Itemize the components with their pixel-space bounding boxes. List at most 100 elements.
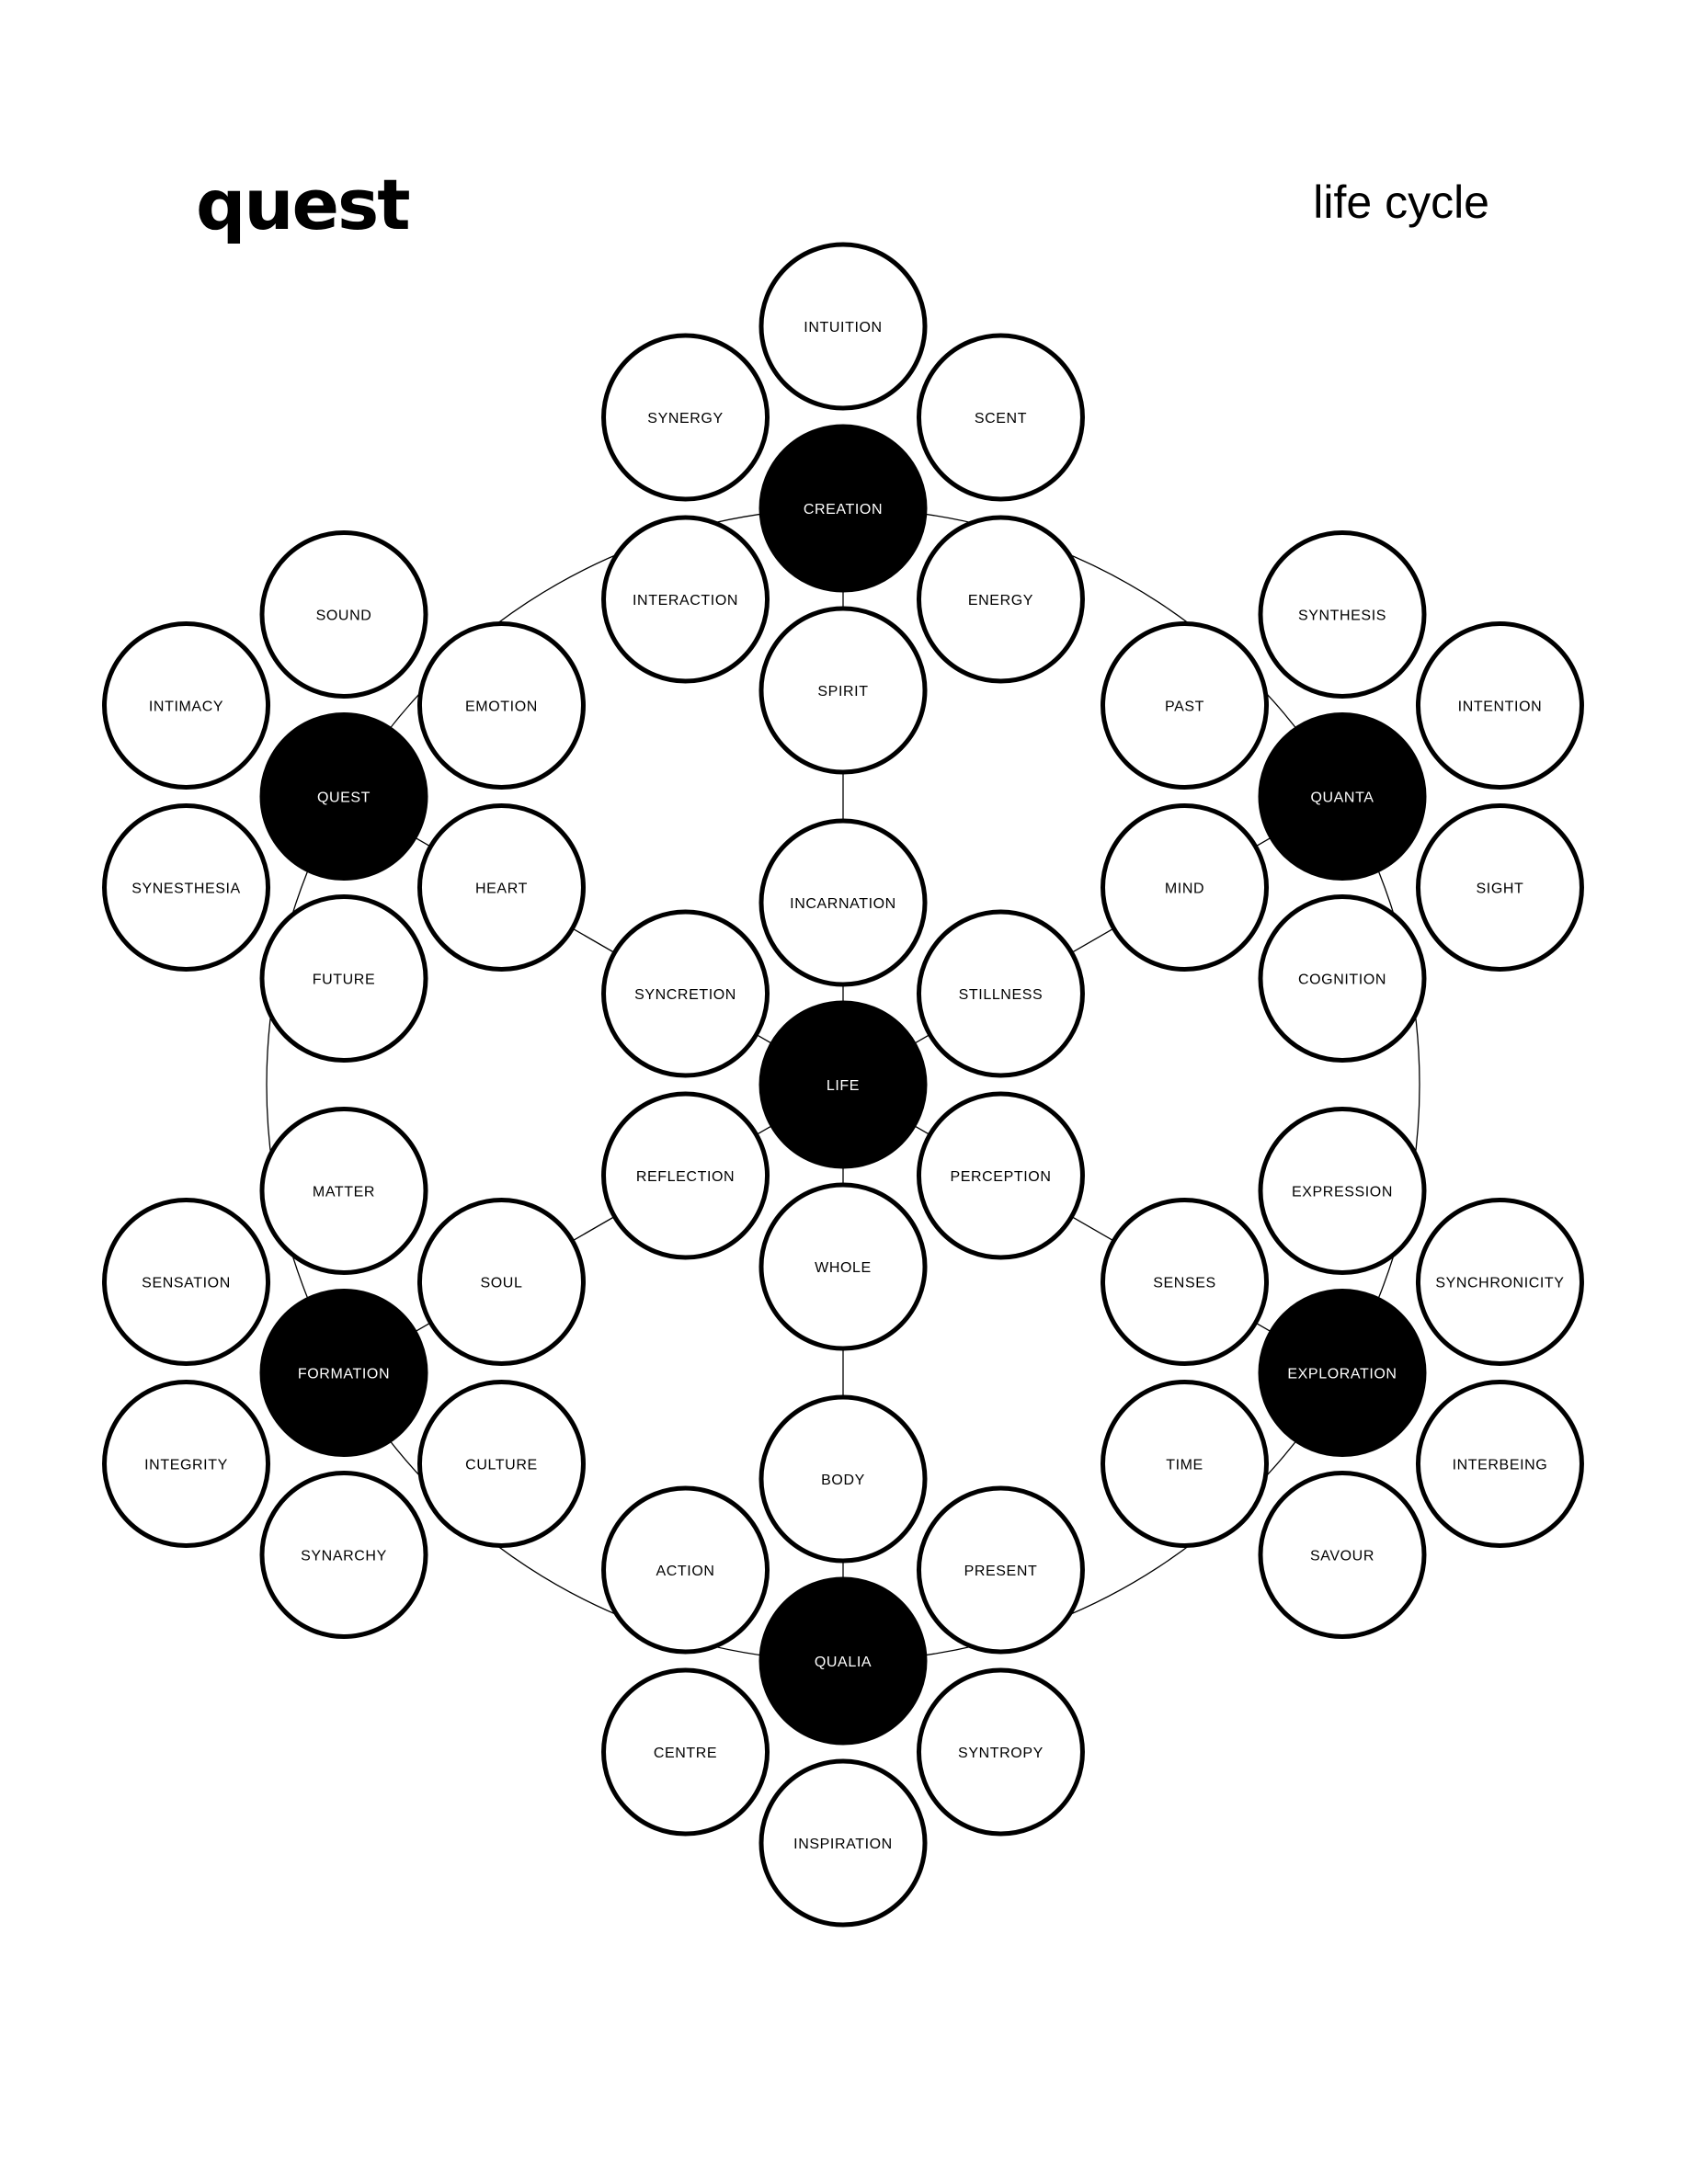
- petal-circle: [758, 606, 928, 775]
- petal-label: FUTURE: [313, 973, 375, 988]
- petal-circle: [1101, 1198, 1270, 1366]
- petal-node-scent[interactable]: SCENT: [916, 333, 1085, 502]
- petal-node-stillness[interactable]: STILLNESS: [916, 909, 1085, 1078]
- petal-node-energy[interactable]: ENERGY: [916, 515, 1085, 684]
- petal-circle: [758, 818, 928, 987]
- petal-label: INTIMACY: [149, 700, 223, 715]
- petal-node-present[interactable]: PRESENT: [916, 1485, 1085, 1655]
- petal-node-time[interactable]: TIME: [1101, 1380, 1270, 1548]
- petal-circle: [1101, 621, 1270, 790]
- hub-circle: [758, 1000, 928, 1169]
- spoke-line: [343, 795, 844, 1086]
- petal-circle: [416, 803, 586, 972]
- petal-node-culture[interactable]: CULTURE: [416, 1380, 586, 1548]
- petal-label: STILLNESS: [959, 987, 1044, 1003]
- petal-node-soul[interactable]: SOUL: [416, 1198, 586, 1366]
- petal-node-sensation[interactable]: SENSATION: [102, 1198, 271, 1366]
- petal-node-syncretion[interactable]: SYNCRETION: [601, 909, 770, 1078]
- petal-label: MATTER: [313, 1185, 375, 1200]
- petal-circle: [1415, 803, 1584, 972]
- petal-node-interbeing[interactable]: INTERBEING: [1415, 1380, 1584, 1548]
- petal-circle: [916, 515, 1085, 684]
- petal-circle: [102, 621, 271, 790]
- page-subtitle: life cycle: [1313, 176, 1489, 228]
- petal-label: ENERGY: [968, 593, 1033, 609]
- petal-circle: [416, 1198, 586, 1366]
- petal-label: SYNARCHY: [301, 1549, 387, 1564]
- petal-node-mind[interactable]: MIND: [1101, 803, 1270, 972]
- petal-label: CENTRE: [654, 1746, 717, 1761]
- hub-circle: [758, 1576, 928, 1746]
- petal-label: COGNITION: [1298, 973, 1386, 988]
- petal-circle: [1258, 1471, 1427, 1639]
- petal-node-matter[interactable]: MATTER: [259, 1107, 428, 1275]
- petal-node-intimacy[interactable]: INTIMACY: [102, 621, 271, 790]
- hub-circle: [1258, 1289, 1427, 1457]
- hub-node-formation[interactable]: FORMATION: [259, 1289, 428, 1457]
- petal-node-whole[interactable]: WHOLE: [758, 1182, 928, 1351]
- petal-label: HEART: [475, 882, 528, 897]
- petal-circle: [1258, 530, 1427, 699]
- petal-circle: [416, 1380, 586, 1548]
- petal-node-action[interactable]: ACTION: [601, 1485, 770, 1655]
- hub-node-life[interactable]: LIFE: [758, 1000, 928, 1169]
- petal-node-future[interactable]: FUTURE: [259, 894, 428, 1063]
- petal-node-synthesis[interactable]: SYNTHESIS: [1258, 530, 1427, 699]
- hub-node-exploration[interactable]: EXPLORATION: [1258, 1289, 1427, 1457]
- petal-label: INTENTION: [1458, 700, 1543, 715]
- petal-node-sound[interactable]: SOUND: [259, 530, 428, 699]
- petal-node-senses[interactable]: SENSES: [1101, 1198, 1270, 1366]
- petal-label: SYNESTHESIA: [131, 882, 241, 897]
- petal-label: TIME: [1166, 1458, 1203, 1473]
- petal-label: SYNCHRONICITY: [1435, 1276, 1564, 1291]
- petal-circle: [1415, 1198, 1584, 1366]
- petal-circle: [416, 621, 586, 790]
- hub-node-qualia[interactable]: QUALIA: [758, 1576, 928, 1746]
- petal-node-centre[interactable]: CENTRE: [601, 1667, 770, 1837]
- petal-label: SPIRIT: [817, 684, 868, 700]
- petal-label: SIGHT: [1477, 882, 1524, 897]
- petal-circle: [1101, 1380, 1270, 1548]
- hub-circle: [1258, 712, 1427, 881]
- petal-node-heart[interactable]: HEART: [416, 803, 586, 972]
- petal-node-synesthesia[interactable]: SYNESTHESIA: [102, 803, 271, 972]
- petal-node-intuition[interactable]: INTUITION: [758, 242, 928, 411]
- connector-lines: [266, 507, 1420, 1662]
- hub-node-quest[interactable]: QUEST: [259, 712, 428, 881]
- petal-label: SOUL: [480, 1276, 522, 1291]
- petal-label: SYNTROPY: [958, 1746, 1044, 1761]
- petal-circle: [601, 1485, 770, 1655]
- petal-node-inspiration[interactable]: INSPIRATION: [758, 1758, 928, 1928]
- petal-node-integrity[interactable]: INTEGRITY: [102, 1380, 271, 1548]
- node-layer: INTUITIONSCENTENERGYSPIRITINTERACTIONSYN…: [102, 242, 1584, 1928]
- petal-circle: [601, 1667, 770, 1837]
- page-title: quest: [196, 164, 411, 245]
- hub-label: EXPLORATION: [1287, 1367, 1397, 1382]
- petal-label: SAVOUR: [1310, 1549, 1374, 1564]
- petal-node-synarchy[interactable]: SYNARCHY: [259, 1471, 428, 1639]
- petal-label: WHOLE: [815, 1260, 872, 1276]
- petal-node-interaction[interactable]: INTERACTION: [601, 515, 770, 684]
- petal-node-synchronicity[interactable]: SYNCHRONICITY: [1415, 1198, 1584, 1366]
- petal-node-perception[interactable]: PERCEPTION: [916, 1091, 1085, 1260]
- hub-node-quanta[interactable]: QUANTA: [1258, 712, 1427, 881]
- petal-node-sight[interactable]: SIGHT: [1415, 803, 1584, 972]
- hub-node-creation[interactable]: CREATION: [758, 424, 928, 593]
- petal-node-synergy[interactable]: SYNERGY: [601, 333, 770, 502]
- petal-node-body[interactable]: BODY: [758, 1394, 928, 1564]
- petal-node-emotion[interactable]: EMOTION: [416, 621, 586, 790]
- petal-node-syntropy[interactable]: SYNTROPY: [916, 1667, 1085, 1837]
- petal-label: SCENT: [975, 411, 1027, 427]
- petal-node-reflection[interactable]: REFLECTION: [601, 1091, 770, 1260]
- petal-node-cognition[interactable]: COGNITION: [1258, 894, 1427, 1063]
- petal-label: SYNCRETION: [634, 987, 736, 1003]
- petal-node-spirit[interactable]: SPIRIT: [758, 606, 928, 775]
- petal-label: MIND: [1165, 882, 1204, 897]
- petal-node-intention[interactable]: INTENTION: [1415, 621, 1584, 790]
- petal-node-savour[interactable]: SAVOUR: [1258, 1471, 1427, 1639]
- petal-node-incarnation[interactable]: INCARNATION: [758, 818, 928, 987]
- petal-node-expression[interactable]: EXPRESSION: [1258, 1107, 1427, 1275]
- spoke-line: [842, 1084, 1343, 1374]
- petal-node-past[interactable]: PAST: [1101, 621, 1270, 790]
